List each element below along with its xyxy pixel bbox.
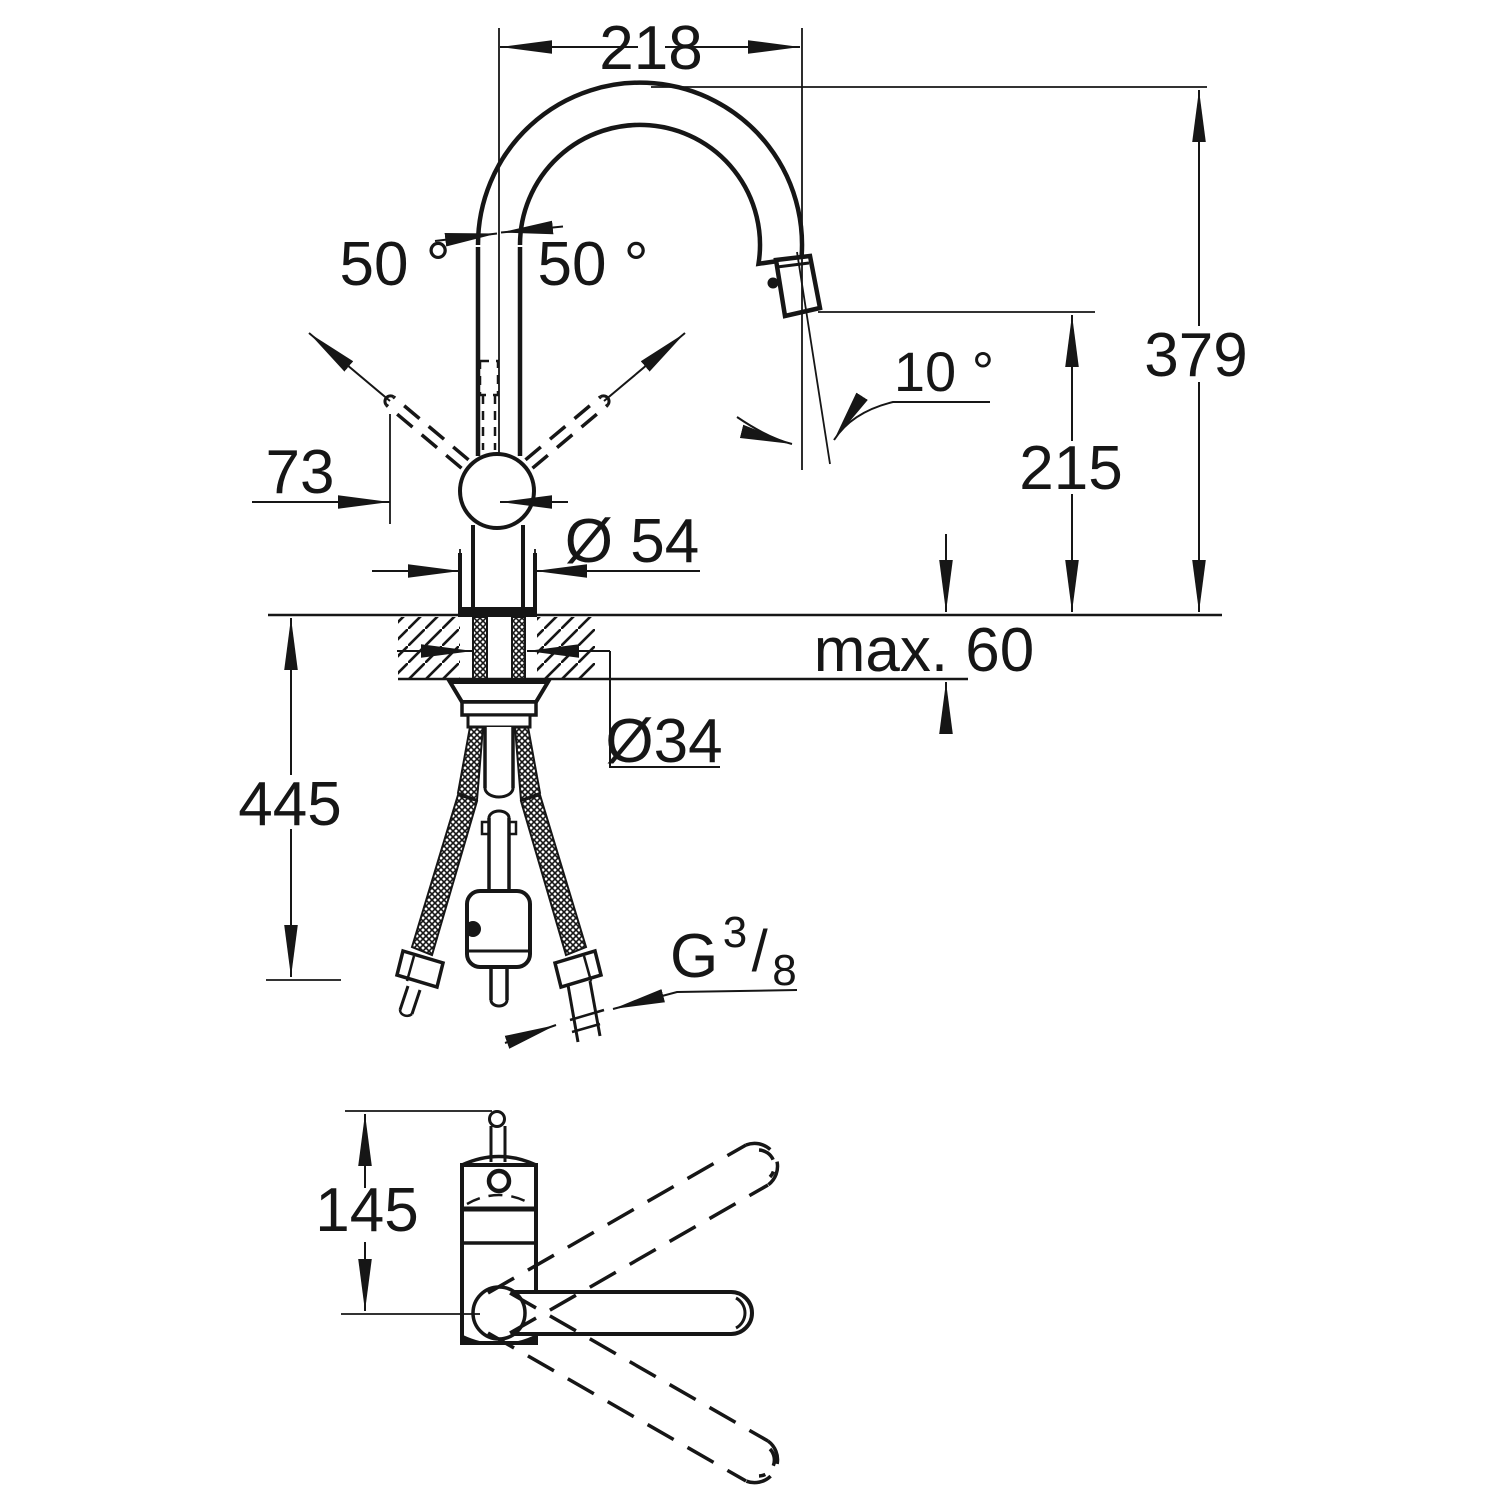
dimension-labels: 218 50 ° 50 ° 379 215 10 ° 73 Ø 54 max. … — [238, 14, 1247, 1245]
lever-swivel-left — [383, 394, 470, 470]
dim-50-left-label: 50 ° — [340, 230, 451, 299]
g38-slash: / — [752, 919, 769, 984]
base-body — [458, 525, 537, 617]
g38-numerator: 3 — [723, 908, 747, 957]
thread-ticks — [569, 1008, 605, 1034]
dimension-annotations — [252, 28, 1207, 1315]
dim-max60-label: max. 60 — [814, 616, 1035, 685]
dim-34-label: Ø34 — [605, 707, 722, 776]
top-view — [460, 1110, 780, 1485]
riser-pipe — [475, 28, 523, 456]
dim-10deg-label: 10 ° — [894, 340, 994, 403]
g38-denominator: 8 — [772, 946, 796, 995]
lever-swivel-right — [524, 394, 611, 470]
top-view-spout-tip — [488, 1110, 506, 1128]
g38-letter: G — [670, 922, 718, 991]
ball-joint — [458, 452, 536, 530]
pullout-hose-lower — [480, 809, 518, 892]
hose-fitting-right — [552, 948, 604, 1043]
countertop-section — [268, 613, 1222, 681]
spray-button — [767, 277, 779, 289]
dim-145-label: 145 — [315, 1176, 418, 1245]
top-view-swivel-up — [487, 1141, 780, 1335]
dim-215-label: 215 — [1019, 434, 1122, 503]
hose-fitting-left — [394, 948, 446, 1018]
mounting-hardware — [446, 680, 552, 729]
dim-73-label: 73 — [266, 438, 335, 507]
threaded-shank — [472, 616, 526, 680]
dim-218-label: 218 — [599, 14, 702, 83]
spray-head — [767, 253, 823, 319]
dim-379-label: 379 — [1144, 321, 1247, 390]
top-view-swivel-down — [487, 1291, 780, 1485]
supply-hoses-upper — [456, 726, 542, 802]
supply-hoses-lower — [394, 793, 605, 1043]
pullout-hose-upper — [483, 727, 515, 799]
dim-50-right-label: 50 ° — [538, 230, 649, 299]
dim-g38-label: G 3 / 8 — [670, 908, 797, 995]
base-gasket — [458, 607, 537, 617]
dim-54-label: Ø 54 — [565, 507, 699, 576]
hidden-cartridge — [478, 359, 500, 450]
dim-445-label: 445 — [238, 770, 341, 839]
hose-weight — [465, 889, 532, 1008]
